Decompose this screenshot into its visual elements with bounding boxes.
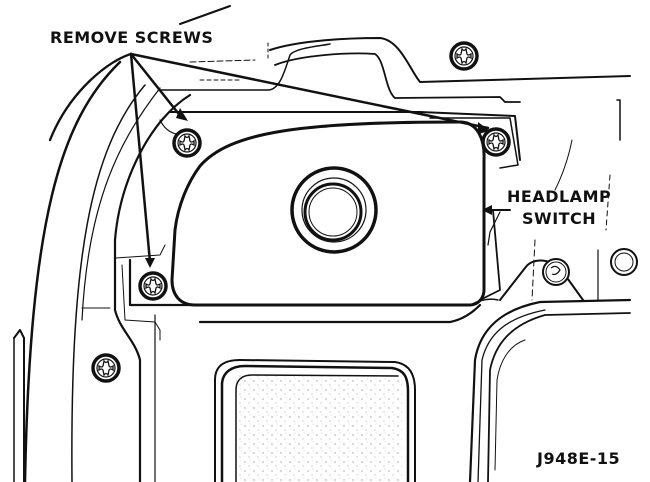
headlamp-switch-line1: HEADLAMP <box>507 187 612 206</box>
figure-id: J948E-15 <box>537 449 621 468</box>
headlamp-switch-line2: SWITCH <box>522 209 597 228</box>
headlamp-switch-callout: HEADLAMP SWITCH <box>507 186 611 230</box>
screw-left-panel <box>91 353 121 383</box>
remove-screws-callout: REMOVE SCREWS <box>50 28 214 47</box>
line-art <box>13 5 632 482</box>
screw-upper-left <box>172 128 202 158</box>
screw-right-bracket <box>542 258 570 286</box>
screw-far-right <box>610 248 638 276</box>
screw-upper-right <box>481 127 511 157</box>
screw-top-right <box>449 41 479 71</box>
screw-lower-left <box>138 271 168 301</box>
